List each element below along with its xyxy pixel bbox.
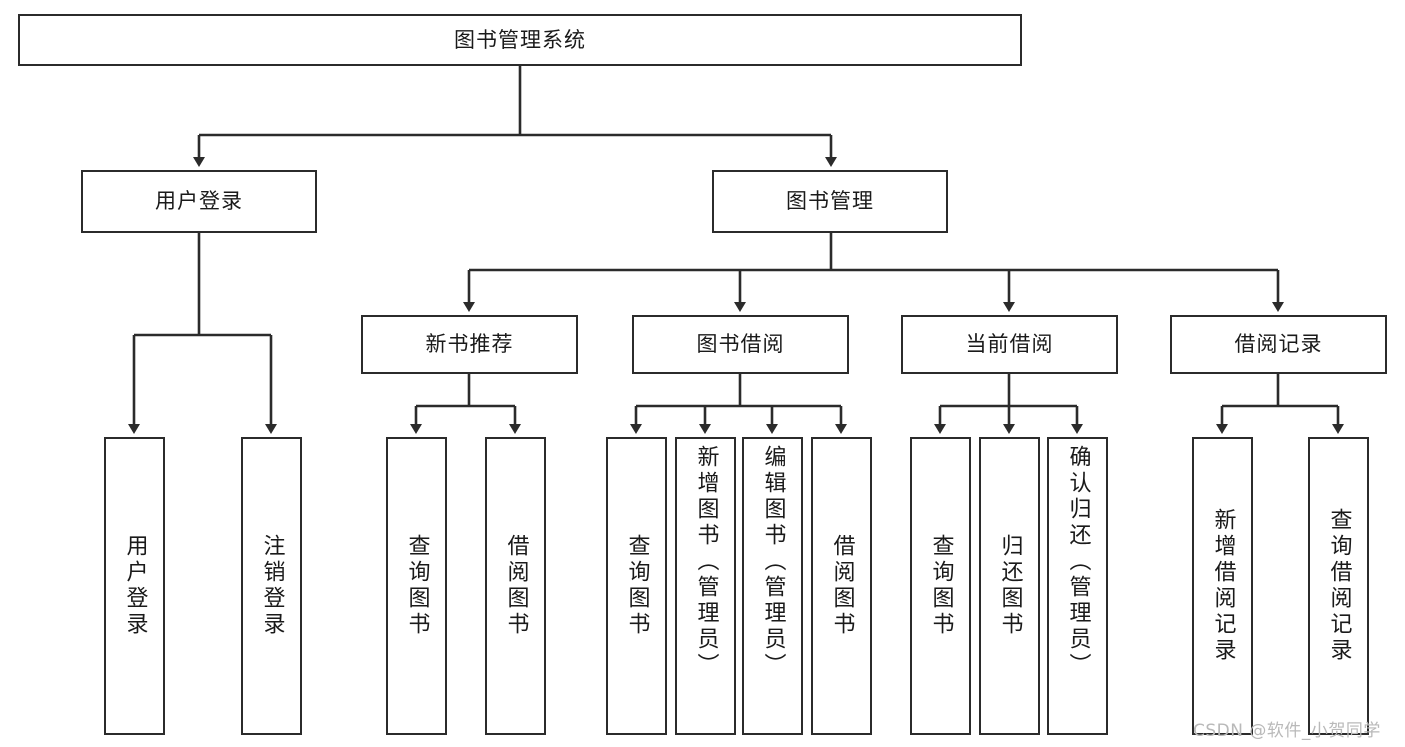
node-leaf-user-login-label: 用户登录 — [122, 534, 148, 638]
node-leaf-query-book-1-label: 查询图书 — [404, 534, 430, 638]
node-leaf-borrow-book-1-label: 借阅图书 — [503, 534, 529, 638]
node-borrow-record[interactable]: 借阅记录 — [1170, 315, 1387, 374]
node-leaf-query-borrow-record-label: 查询借阅记录 — [1326, 508, 1352, 664]
node-user-login[interactable]: 用户登录 — [81, 170, 317, 233]
watermark: CSDN @软件_小贺同学 — [1193, 721, 1381, 741]
node-book-borrow[interactable]: 图书借阅 — [632, 315, 849, 374]
node-leaf-add-borrow-record[interactable]: 新增借阅记录 — [1192, 437, 1253, 735]
node-leaf-logout-login[interactable]: 注销登录 — [241, 437, 302, 735]
node-leaf-edit-book[interactable]: 编辑图书（管理员） — [742, 437, 803, 735]
node-leaf-query-book-3-label: 查询图书 — [928, 534, 954, 638]
node-leaf-confirm-return[interactable]: 确认归还（管理员） — [1047, 437, 1108, 735]
node-leaf-add-book[interactable]: 新增图书（管理员） — [675, 437, 736, 735]
node-root[interactable]: 图书管理系统 — [18, 14, 1022, 66]
node-leaf-borrow-book-2-label: 借阅图书 — [829, 534, 855, 638]
node-leaf-confirm-return-label: 确认归还（管理员） — [1065, 445, 1091, 679]
node-leaf-query-book-2[interactable]: 查询图书 — [606, 437, 667, 735]
node-leaf-add-borrow-record-label: 新增借阅记录 — [1210, 508, 1236, 664]
node-leaf-edit-book-label: 编辑图书（管理员） — [760, 445, 786, 679]
node-book-borrow-label: 图书借阅 — [696, 332, 785, 357]
node-leaf-borrow-book-2[interactable]: 借阅图书 — [811, 437, 872, 735]
node-root-label: 图书管理系统 — [454, 27, 586, 52]
node-user-login-label: 用户登录 — [155, 189, 243, 214]
node-leaf-add-book-label: 新增图书（管理员） — [693, 445, 719, 679]
node-leaf-borrow-book-1[interactable]: 借阅图书 — [485, 437, 546, 735]
node-leaf-logout-login-label: 注销登录 — [259, 534, 285, 638]
node-leaf-query-book-2-label: 查询图书 — [624, 534, 650, 638]
node-new-book-recommend[interactable]: 新书推荐 — [361, 315, 578, 374]
node-book-management-label: 图书管理 — [786, 189, 874, 214]
node-current-borrow-label: 当前借阅 — [965, 332, 1054, 357]
node-book-management[interactable]: 图书管理 — [712, 170, 948, 233]
node-leaf-query-borrow-record[interactable]: 查询借阅记录 — [1308, 437, 1369, 735]
node-borrow-record-label: 借阅记录 — [1234, 332, 1323, 357]
node-new-book-recommend-label: 新书推荐 — [425, 332, 514, 357]
node-leaf-query-book-1[interactable]: 查询图书 — [386, 437, 447, 735]
node-leaf-query-book-3[interactable]: 查询图书 — [910, 437, 971, 735]
node-leaf-user-login[interactable]: 用户登录 — [104, 437, 165, 735]
node-leaf-return-book-label: 归还图书 — [997, 534, 1023, 638]
node-leaf-return-book[interactable]: 归还图书 — [979, 437, 1040, 735]
node-current-borrow[interactable]: 当前借阅 — [901, 315, 1118, 374]
